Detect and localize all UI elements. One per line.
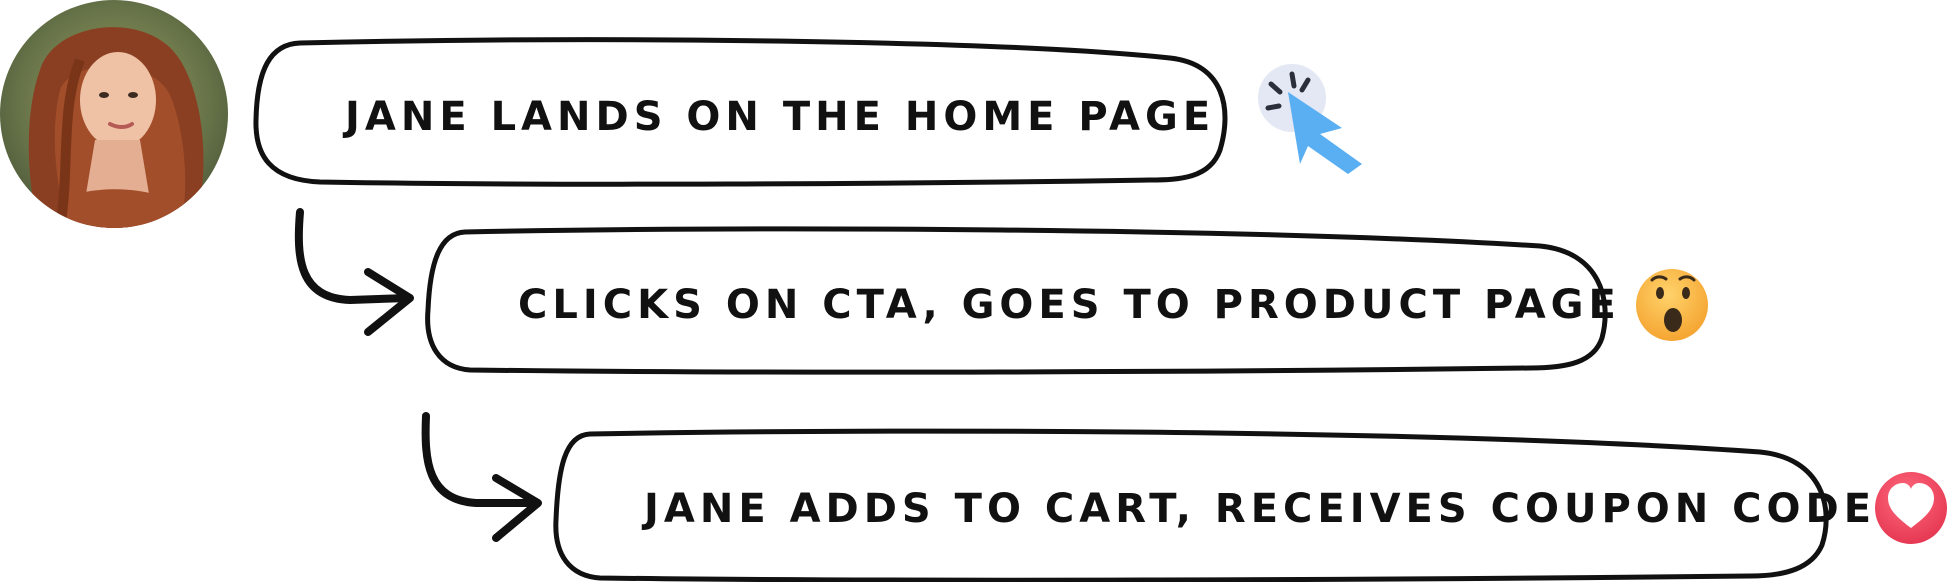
arrow-1	[294, 208, 414, 336]
step-1-label: JANE LANDS ON THE HOME PAGE	[342, 94, 1215, 140]
arrow-2	[421, 412, 542, 542]
cursor-click-icon	[1258, 64, 1362, 174]
step-3-label: JANE ADDS TO CART, RECEIVES COUPON CODE	[641, 486, 1876, 532]
step-2: CLICKS ON CTA, GOES TO PRODUCT PAGE	[425, 226, 1621, 375]
step-3-bubble	[553, 428, 1829, 582]
step-2-bubble	[425, 226, 1608, 375]
step-1-bubble	[253, 37, 1228, 187]
step-3: JANE ADDS TO CART, RECEIVES COUPON CODE	[553, 428, 1876, 582]
heart-icon	[1875, 472, 1947, 544]
step-2-label: CLICKS ON CTA, GOES TO PRODUCT PAGE	[518, 282, 1621, 328]
surprised-emoji-icon	[1636, 269, 1708, 341]
step-1: JANE LANDS ON THE HOME PAGE	[253, 37, 1228, 187]
avatar	[0, 0, 228, 228]
